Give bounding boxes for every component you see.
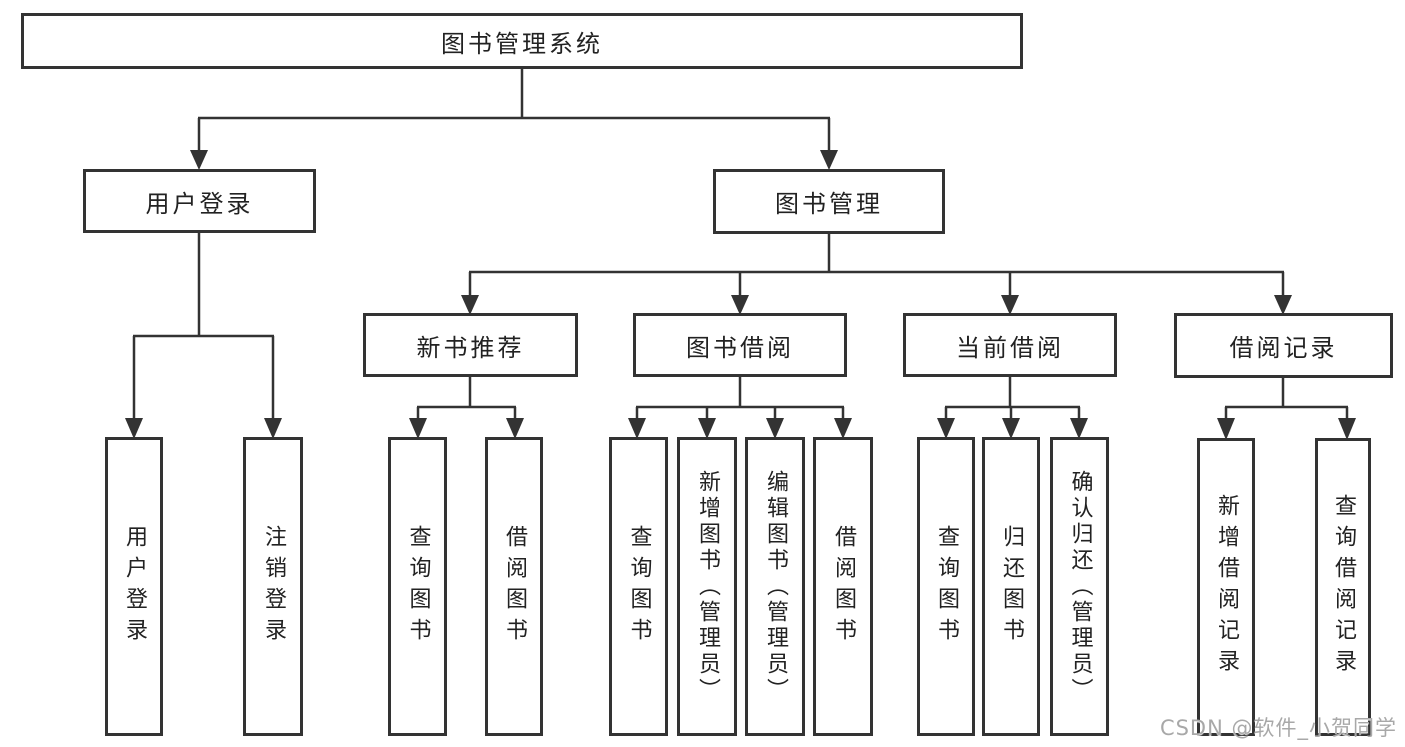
node-root: 图书管理系统 [21,13,1023,69]
arrow-to-leaf-edit-books [766,418,784,439]
arrow-to-leaf-add-borrow-record [1217,418,1235,440]
arrow-to-leaf-borrow-books-1 [506,418,524,439]
node-leaf-query-books-3: 查询图书 [917,437,975,736]
arrow-to-user-login [190,150,208,170]
arrow-to-book-borrowing [731,295,749,315]
node-book-borrowing: 图书借阅 [633,313,847,377]
node-leaf-add-borrow-record: 新增借阅记录 [1197,438,1255,736]
arrow-to-borrow-records [1274,295,1292,315]
arrow-to-leaf-query-borrow-record [1338,418,1356,440]
node-root-label: 图书管理系统 [441,29,603,58]
node-leaf-query-borrow-record-label: 查询借阅记录 [1331,494,1356,680]
watermark: CSDN @软件_小贺同学 [1159,716,1397,740]
node-borrow-records: 借阅记录 [1174,313,1393,378]
arrow-to-leaf-confirm-return [1070,418,1088,439]
node-leaf-confirm-return-admin: 确认归还（管理员） [1050,437,1109,736]
node-leaf-return-books: 归还图书 [982,437,1040,736]
node-user-login: 用户登录 [83,169,316,233]
node-leaf-confirm-return-admin-label: 确认归还（管理员） [1067,469,1093,704]
arrow-to-book-management [820,150,838,170]
node-leaf-query-books-2: 查询图书 [609,437,668,736]
node-leaf-logout-label: 注销登录 [261,524,286,649]
arrow-to-leaf-query-books-2 [628,418,646,439]
node-leaf-query-borrow-record: 查询借阅记录 [1315,438,1371,736]
node-leaf-query-books-3-label: 查询图书 [934,524,959,649]
node-leaf-borrow-books-2: 借阅图书 [813,437,873,736]
node-leaf-add-books-admin: 新增图书（管理员） [677,437,737,736]
node-user-login-label: 用户登录 [145,189,254,218]
arrow-to-leaf-query-books-3 [937,418,955,439]
node-leaf-query-books-1-label: 查询图书 [405,524,431,649]
arrow-to-new-book-rec [461,295,479,315]
node-leaf-return-books-label: 归还图书 [999,524,1024,649]
arrow-to-leaf-user-login [125,418,143,439]
arrow-to-leaf-logout [264,418,282,439]
arrow-to-leaf-add-books [698,418,716,439]
arrow-to-leaf-borrow-books-2 [834,418,852,439]
node-new-book-recommendation-label: 新书推荐 [416,333,525,362]
node-leaf-logout: 注销登录 [243,437,303,736]
node-leaf-borrow-books-2-label: 借阅图书 [831,524,856,649]
node-leaf-edit-books-admin: 编辑图书（管理员） [745,437,805,736]
node-leaf-add-books-admin-label: 新增图书（管理员） [695,469,720,704]
arrow-to-leaf-return-books [1002,418,1020,439]
node-current-borrowing: 当前借阅 [903,313,1117,377]
arrow-to-current-borrowing [1001,295,1019,315]
node-leaf-borrow-books-1: 借阅图书 [485,437,543,736]
node-leaf-user-login-label: 用户登录 [122,524,147,649]
node-book-management-label: 图书管理 [775,190,883,218]
node-book-borrowing-label: 图书借阅 [686,333,794,362]
node-book-management: 图书管理 [713,169,945,234]
node-leaf-query-books-1: 查询图书 [388,437,447,736]
node-leaf-edit-books-admin-label: 编辑图书（管理员） [763,469,788,704]
node-borrow-records-label: 借阅记录 [1229,334,1338,362]
node-current-borrowing-label: 当前借阅 [956,333,1064,362]
node-leaf-borrow-books-1-label: 借阅图书 [502,524,527,649]
node-new-book-recommendation: 新书推荐 [363,313,578,377]
node-leaf-add-borrow-record-label: 新增借阅记录 [1214,494,1239,680]
arrow-to-leaf-query-books-1 [409,418,427,439]
node-leaf-user-login: 用户登录 [105,437,163,736]
node-leaf-query-books-2-label: 查询图书 [626,524,652,649]
